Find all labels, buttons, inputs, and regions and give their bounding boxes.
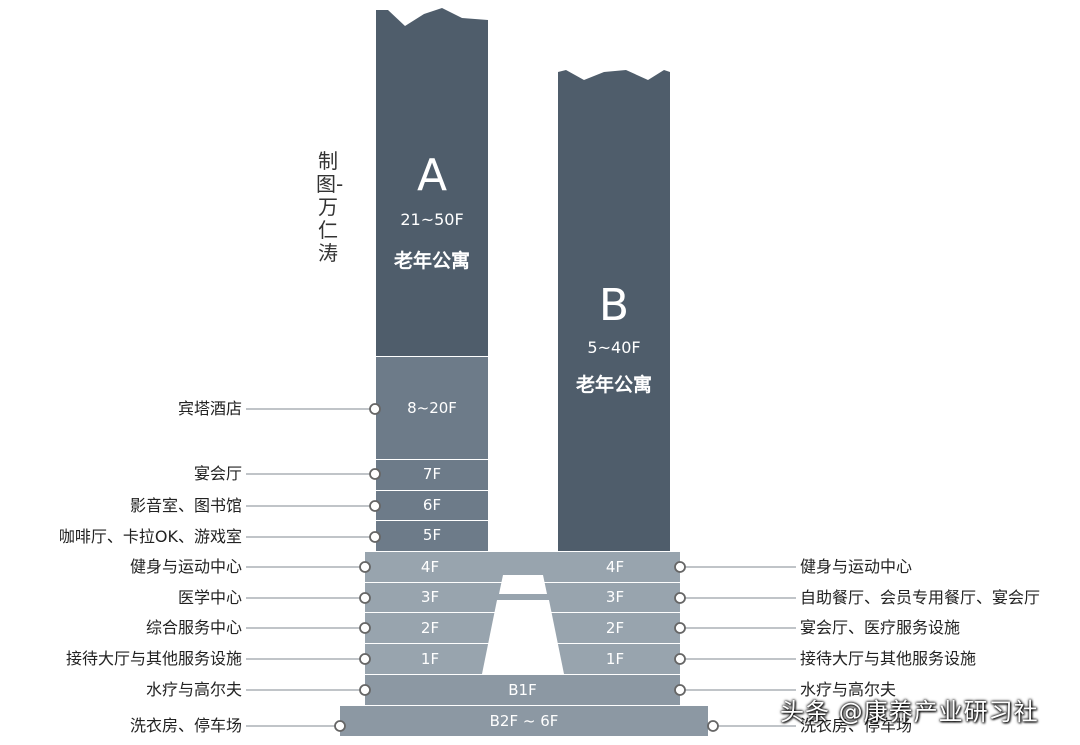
connector-dot — [359, 622, 371, 634]
connector-dot — [359, 592, 371, 604]
floor-label: 3F — [420, 588, 440, 606]
tower-a-upper — [376, 8, 488, 356]
function-label-left: 健身与运动中心 — [129, 557, 242, 576]
function-label-right: 水疗与高尔夫 — [800, 680, 897, 699]
floor-label: 3F — [605, 588, 625, 606]
function-label-left: 洗衣房、停车场 — [129, 716, 242, 735]
floor-label: 5F — [422, 526, 442, 544]
floor-label: 8~20F — [407, 399, 457, 417]
function-label-right: 宴会厅、医疗服务设施 — [800, 618, 961, 637]
floor-label: B2F ~ 6F — [489, 712, 559, 730]
floor-label: 2F — [605, 619, 625, 637]
connector-dot — [359, 653, 371, 665]
connector-dot — [674, 684, 686, 696]
floor-label: 4F — [420, 558, 440, 576]
function-label-right: 接待大厅与其他服务设施 — [800, 649, 977, 668]
connector-dot — [674, 561, 686, 573]
connector-dot — [369, 468, 381, 480]
tower-a-6f-block — [376, 491, 488, 520]
floor-label: 7F — [422, 465, 442, 483]
function-label-right: 自助餐厅、会员专用餐厅、宴会厅 — [800, 588, 1041, 607]
floor-label: 1F — [420, 650, 440, 668]
atrium-void-lower — [482, 600, 564, 674]
function-label-left: 综合服务中心 — [145, 618, 242, 637]
connector-dot — [369, 500, 381, 512]
function-label-left: 医学中心 — [177, 588, 242, 607]
tower-a-7f-block — [376, 460, 488, 490]
connector-dots — [334, 403, 719, 732]
floor-label: B1F — [508, 681, 537, 699]
right-leader-lines — [685, 566, 796, 727]
tower-a-5f-block — [376, 521, 488, 551]
function-label-left: 影音室、图书馆 — [129, 496, 242, 515]
tower-b-floors: 5~40F — [587, 338, 641, 357]
credit-text: 制图-万仁涛 — [316, 149, 344, 265]
function-label-left: 咖啡厅、卡拉OK、游戏室 — [58, 527, 242, 546]
function-label-left: 水疗与高尔夫 — [145, 680, 242, 699]
tower-b-letter: B — [598, 280, 630, 331]
function-label-left: 接待大厅与其他服务设施 — [65, 649, 242, 668]
atrium-void-upper — [499, 575, 547, 594]
connector-dot — [369, 403, 381, 415]
connector-dot — [359, 684, 371, 696]
tower-a-hotel-block — [376, 357, 488, 459]
connector-dot — [334, 720, 346, 732]
connector-dot — [359, 561, 371, 573]
tower-a-letter: A — [416, 150, 448, 201]
function-label-left: 宴会厅 — [193, 464, 242, 483]
function-label-right: 洗衣房、停车场 — [800, 716, 913, 735]
floor-label: 1F — [605, 650, 625, 668]
tower-a-use: 老年公寓 — [393, 250, 470, 272]
function-label-left: 宾塔酒店 — [177, 399, 242, 418]
watermark: 头条 @康养产业研习社 — [780, 698, 1039, 726]
connector-dot — [707, 720, 719, 732]
tower-a-floors: 21~50F — [400, 210, 464, 229]
floor-label: 2F — [420, 619, 440, 637]
connector-dot — [369, 531, 381, 543]
function-label-right: 健身与运动中心 — [800, 557, 913, 576]
basement-b1f-block — [365, 675, 680, 705]
floor-label: 4F — [605, 558, 625, 576]
left-leader-lines — [246, 408, 370, 727]
connector-dot — [674, 653, 686, 665]
tower-b-use: 老年公寓 — [575, 374, 652, 396]
floor-label: 6F — [422, 496, 442, 514]
connector-dot — [674, 622, 686, 634]
tower-b-body — [558, 70, 670, 551]
basement-b2f-block — [340, 706, 708, 736]
connector-dot — [674, 592, 686, 604]
